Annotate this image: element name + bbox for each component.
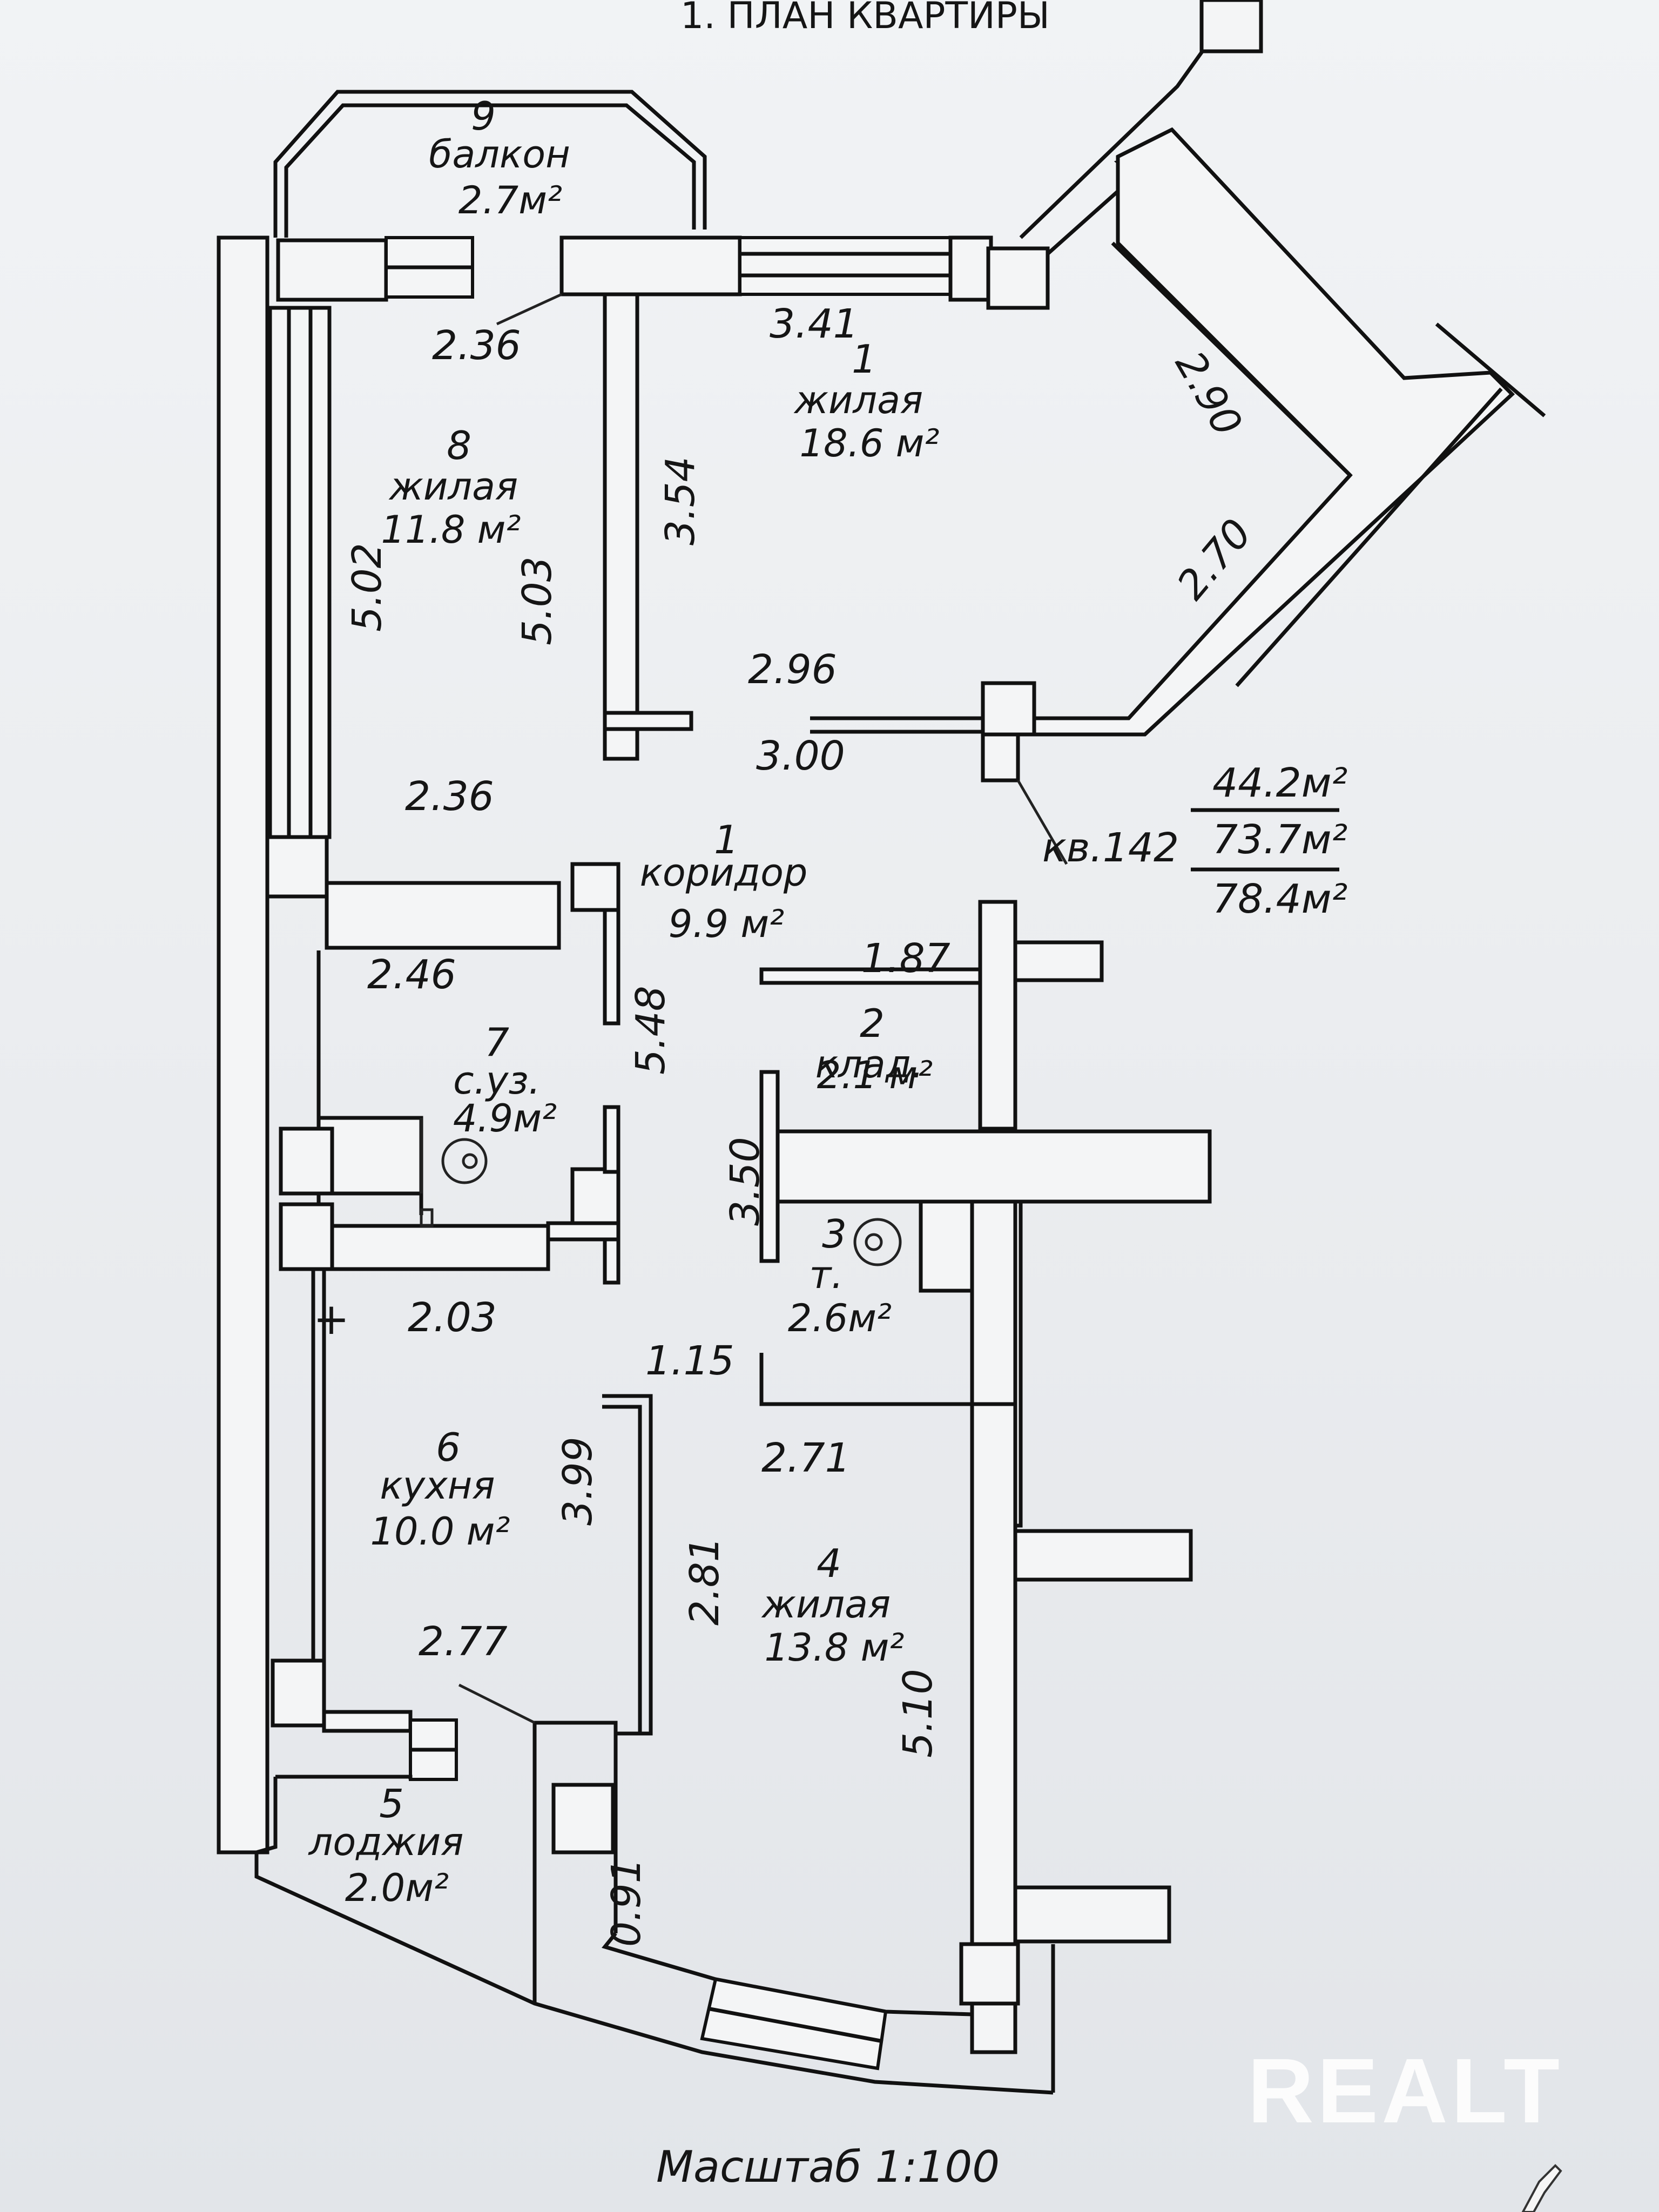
svg-text:9: 9 [471, 93, 496, 139]
dim-3-50: 3.50 [722, 1137, 768, 1226]
living-area: 44.2м² [1212, 760, 1347, 806]
svg-text:2.1 м²: 2.1 м² [817, 1053, 933, 1097]
svg-text:+: + [313, 1294, 349, 1344]
dim-2-46: 2.46 [367, 952, 456, 998]
apartment-number: кв.142 [1042, 825, 1179, 871]
room-5-loggia-label: 5 лоджия 2.0м² [308, 1781, 464, 1910]
svg-text:2.0м²: 2.0м² [345, 1866, 449, 1910]
top-right-window [738, 236, 952, 296]
svg-text:4.9м²: 4.9м² [453, 1096, 557, 1141]
right-angled-exterior-wall [1019, 127, 1515, 737]
svg-text:жилая: жилая [388, 464, 518, 509]
svg-text:5: 5 [379, 1781, 404, 1826]
svg-text:2.7м²: 2.7м² [458, 178, 562, 222]
dim-2-71: 2.71 [761, 1435, 851, 1481]
dim-2-81: 2.81 [682, 1536, 728, 1626]
scale-label: Масштаб 1:100 [656, 2142, 1000, 2192]
svg-text:13.8 м²: 13.8 м² [765, 1626, 905, 1670]
svg-text:6: 6 [436, 1425, 461, 1470]
room-1-living-label: 1 жилая 18.6 м² [793, 336, 940, 466]
left-window-column [268, 306, 332, 839]
dim-3-54: 3.54 [657, 456, 704, 545]
left-exterior-wall [217, 235, 269, 1854]
total-area: 73.7м² [1212, 817, 1347, 863]
balcony-outline [273, 90, 707, 238]
svg-text:1: 1 [714, 817, 739, 862]
svg-text:7: 7 [484, 1020, 509, 1065]
wc-icon [853, 1218, 902, 1266]
dim-2-03: 2.03 [408, 1294, 497, 1341]
svg-text:жилая: жилая [793, 378, 923, 422]
room-8-living-label: 8 жилая 11.8 м² [381, 423, 521, 552]
partition-8-1 [603, 292, 639, 761]
dim-3-99: 3.99 [555, 1437, 601, 1526]
dim-5-10: 5.10 [895, 1669, 941, 1758]
pen-tip-icon [1521, 2164, 1562, 2212]
svg-text:2.6м²: 2.6м² [788, 1296, 892, 1340]
svg-text:клад.: клад. [815, 1042, 924, 1087]
room-3-toilet-label: 3 т. 2.6м² [788, 1211, 892, 1340]
dim-5-03: 5.03 [514, 556, 561, 645]
room-4-living-label: 4 жилая 13.8 м² [761, 1541, 905, 1670]
svg-text:с.уз.: с.уз. [453, 1058, 541, 1103]
svg-text:балкон: балкон [429, 132, 570, 177]
svg-text:т.: т. [809, 1253, 843, 1297]
dim-0-91: 0.91 [603, 1858, 650, 1947]
curved-exterior-wall [254, 1852, 1054, 2095]
room-9-balcony-label: 9 балкон 2.7м² [429, 93, 570, 222]
svg-text:кухня: кухня [380, 1464, 495, 1508]
svg-text:1: 1 [852, 336, 876, 382]
dim-2-96: 2.96 [748, 646, 837, 693]
svg-text:10.0 м²: 10.0 м² [370, 1509, 510, 1554]
plan-title: 1. ПЛАН КВАРТИРЫ [680, 0, 1050, 37]
apartment-summary: кв.142 44.2м² 73.7м² 78.4м² [1042, 760, 1347, 922]
svg-text:коридор: коридор [640, 851, 808, 895]
top-wall-block [559, 235, 742, 296]
room-6-kitchen-label: 6 кухня 10.0 м² [370, 1425, 510, 1554]
dim-3-00: 3.00 [756, 733, 845, 779]
svg-text:жилая: жилая [761, 1582, 891, 1627]
dim-5-48: 5.48 [628, 986, 674, 1075]
svg-text:лоджия: лоджия [308, 1820, 464, 1864]
dim-2-36-top: 2.36 [432, 322, 521, 369]
room-1-corridor-label: 1 коридор 9.9 м² [640, 817, 808, 946]
svg-text:9.9 м²: 9.9 м² [669, 902, 784, 946]
total-area-with-balcony: 78.4м² [1212, 876, 1347, 922]
svg-text:4: 4 [817, 1541, 841, 1586]
toilet-icon [441, 1138, 488, 1184]
dim-5-02: 5.02 [344, 543, 390, 632]
svg-text:11.8 м²: 11.8 м² [381, 508, 521, 552]
svg-text:3: 3 [822, 1211, 847, 1257]
svg-text:8: 8 [447, 423, 471, 468]
dim-1-87: 1.87 [861, 935, 950, 982]
realt-watermark: REALT [1247, 2040, 1563, 2142]
storage-toilet-divider [762, 1129, 1212, 1204]
dim-2-36-mid: 2.36 [405, 773, 494, 820]
room-2-storage-label: 2 клад. 2.1 м² [815, 1001, 933, 1097]
dim-1-15: 1.15 [645, 1338, 734, 1384]
dim-3-41: 3.41 [770, 301, 859, 347]
room-7-bathroom-label: 7 с.уз. 4.9м² [453, 1020, 557, 1141]
dim-2-77: 2.77 [419, 1618, 508, 1665]
svg-text:18.6 м²: 18.6 м² [800, 421, 940, 466]
svg-text:2: 2 [860, 1001, 885, 1046]
